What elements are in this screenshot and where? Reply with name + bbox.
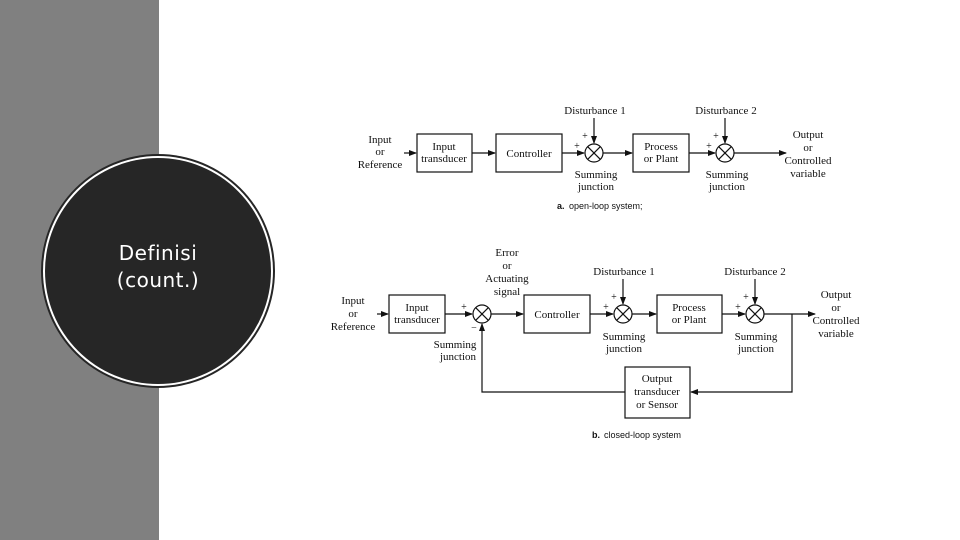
slide-title-line1: Definisi (118, 241, 198, 265)
closed-transducer-label-1: Input (405, 302, 428, 314)
open-disturbance2-label: Disturbance 2 (695, 105, 756, 117)
open-sj2-label-1: Summing (706, 169, 749, 181)
closed-sj0-minus: − (471, 323, 477, 334)
closed-sj0-plus: + (461, 302, 467, 313)
closed-sensor-label-1: Output (642, 373, 673, 385)
open-summing-junction-1 (584, 143, 604, 163)
open-process-label-1: Process (644, 141, 678, 153)
closed-input-label-2: or (348, 308, 358, 320)
open-output-label-2: or (803, 142, 813, 154)
closed-sj1-label-2: junction (605, 343, 643, 355)
closed-error-label-2: or (502, 260, 512, 272)
closed-sj2-plus-left: + (735, 302, 741, 313)
closed-input-label-3: Reference (331, 321, 376, 333)
closed-input-label-1: Input (341, 295, 364, 307)
closed-disturbance2-label: Disturbance 2 (724, 266, 785, 278)
closed-sj1-plus-left: + (603, 302, 609, 313)
open-input-label-1: Input (368, 134, 391, 146)
closed-sj2-label-2: junction (737, 343, 775, 355)
closed-summing-junction-1 (613, 304, 633, 324)
closed-process-label-1: Process (672, 302, 706, 314)
closed-error-label-4: signal (494, 286, 520, 298)
open-output-label-1: Output (793, 129, 824, 141)
open-output-label-4: variable (790, 168, 826, 180)
closed-output-label-2: or (831, 302, 841, 314)
open-sj1-label-2: junction (577, 181, 615, 193)
closed-controller-label: Controller (534, 309, 580, 321)
closed-sj0-label-1: Summing (434, 339, 477, 351)
open-controller-label: Controller (506, 148, 552, 160)
slide-title: Definisi (count.) (47, 240, 269, 294)
open-sj2-plus-top: + (713, 131, 719, 142)
open-loop-diagram (404, 118, 787, 173)
closed-transducer-label-2: transducer (394, 314, 440, 326)
closed-output-label-1: Output (821, 289, 852, 301)
closed-caption-letter: b. (592, 430, 600, 440)
closed-sj0-label-2: junction (439, 351, 477, 363)
open-disturbance1-label: Disturbance 1 (564, 105, 625, 117)
slide-title-line2: (count.) (116, 268, 200, 292)
title-circle (47, 160, 269, 382)
closed-disturbance1-label: Disturbance 1 (593, 266, 654, 278)
open-sj1-label-1: Summing (575, 169, 618, 181)
open-transducer-label-1: Input (432, 141, 455, 153)
closed-summing-junction-2 (745, 304, 765, 324)
open-sj2-plus-left: + (706, 141, 712, 152)
closed-sj1-plus-top: + (611, 292, 617, 303)
open-summing-junction-2 (715, 143, 735, 163)
open-output-label-3: Controlled (784, 155, 832, 167)
closed-sj2-label-1: Summing (735, 331, 778, 343)
closed-caption-text: closed-loop system (604, 430, 681, 440)
open-process-label-2: or Plant (644, 153, 679, 165)
open-sj1-plus-top: + (582, 131, 588, 142)
closed-output-label-4: variable (818, 328, 854, 340)
closed-error-label-3: Actuating (485, 273, 529, 285)
open-sj1-plus-left: + (574, 141, 580, 152)
closed-sensor-label-3: or Sensor (636, 399, 678, 411)
closed-process-label-2: or Plant (672, 314, 707, 326)
closed-error-label-1: Error (495, 247, 519, 259)
closed-sj1-label-1: Summing (603, 331, 646, 343)
open-transducer-label-2: transducer (421, 153, 467, 165)
open-input-label-2: or (375, 146, 385, 158)
closed-loop-labels: Input or Reference Input transducer Erro… (331, 247, 860, 440)
open-sj2-label-2: junction (708, 181, 746, 193)
open-loop-labels: Input or Reference Input transducer Cont… (358, 105, 832, 211)
closed-feedback-to-sensor (690, 314, 793, 395)
closed-output-label-3: Controlled (812, 315, 860, 327)
closed-sj2-plus-top: + (743, 292, 749, 303)
closed-sensor-label-2: transducer (634, 386, 680, 398)
open-caption-text: open-loop system; (569, 201, 643, 211)
open-input-label-3: Reference (358, 159, 403, 171)
closed-loop-diagram (377, 279, 816, 419)
closed-summing-junction-error (472, 304, 492, 324)
open-caption-letter: a. (557, 201, 565, 211)
closed-feedback-to-sj0 (479, 323, 625, 393)
